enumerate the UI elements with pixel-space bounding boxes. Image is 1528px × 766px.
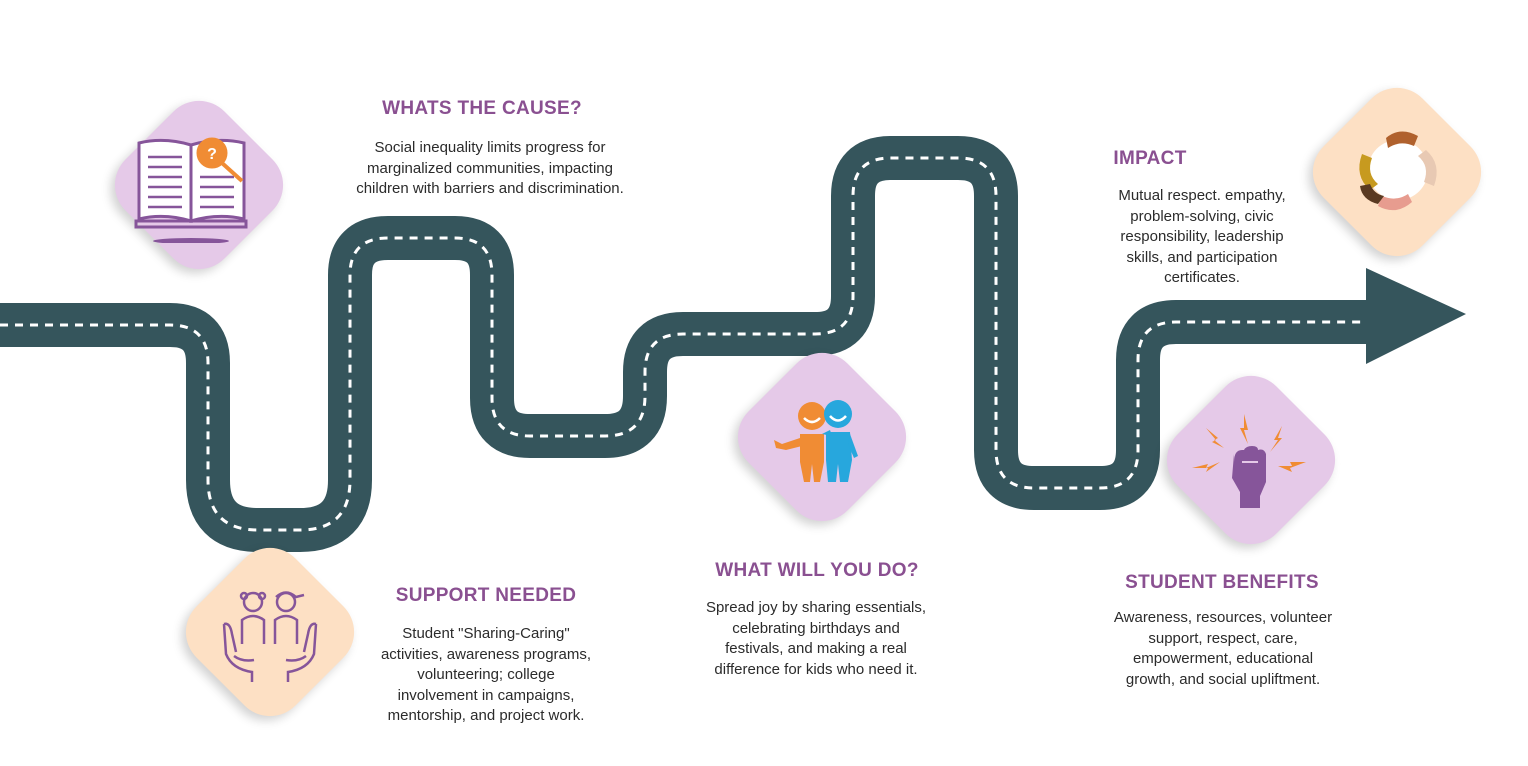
support-diamond (170, 532, 370, 742)
support-text: Student "Sharing-Caring" activities, awa… (336, 624, 636, 727)
action-line: festivals, and making a real (725, 640, 907, 657)
impact-line: problem-solving, civic (1130, 207, 1274, 225)
support-line: activities, awareness programs, (380, 645, 592, 663)
benefits-line: Awareness, resources, volunteer (1113, 609, 1333, 626)
impact-line: Mutual respect. empathy, (1118, 187, 1286, 204)
support-line: mentorship, and project work. (387, 707, 585, 724)
impact-diamond (1298, 72, 1496, 277)
benefits-text: Awareness, resources, volunteer support,… (1098, 608, 1348, 690)
action-line: celebrating birthdays and (732, 619, 900, 637)
action-heading: WHAT WILL YOU DO? (715, 560, 919, 581)
benefits-line: growth, and social upliftment. (1125, 670, 1321, 688)
cause-diamond: ? (100, 85, 298, 295)
support-line: involvement in campaigns, (397, 686, 575, 704)
road-arrowhead (1366, 268, 1466, 364)
svg-text:?: ? (207, 146, 217, 163)
cause-line: Social inequality limits progress for (374, 139, 606, 156)
cause-heading: WHATS THE CAUSE? (382, 98, 582, 119)
impact-text: Mutual respect. empathy, problem-solving… (1082, 186, 1322, 289)
action-text: Spread joy by sharing essentials, celebr… (666, 598, 966, 680)
road-center-line (0, 156, 1372, 532)
support-line: volunteering; college (417, 666, 555, 683)
raised-fist-icon (1192, 414, 1306, 508)
action-diamond (720, 332, 925, 547)
benefits-heading: STUDENT BENEFITS (1125, 572, 1319, 593)
book-magnifier-icon: ? (134, 137, 248, 243)
children-hands-icon (222, 591, 318, 682)
friends-icon (774, 400, 858, 482)
joined-hands-icon (1359, 131, 1437, 211)
action-line: difference for kids who need it. (714, 660, 918, 678)
impact-heading: IMPACT (1113, 148, 1187, 169)
benefits-line: support, respect, care, (1148, 629, 1298, 647)
support-line: Student "Sharing-Caring" (402, 625, 570, 642)
cause-line: marginalized communities, impacting (367, 159, 613, 177)
benefits-line: empowerment, educational (1132, 650, 1314, 667)
impact-line: responsibility, leadership (1120, 228, 1284, 245)
cause-text: Social inequality limits progress for ma… (320, 138, 660, 200)
benefits-diamond (1144, 360, 1359, 560)
support-heading: SUPPORT NEEDED (395, 585, 577, 606)
action-line: Spread joy by sharing essentials, (705, 599, 927, 616)
cause-line: children with barriers and discriminatio… (356, 180, 624, 197)
impact-line: certificates. (1164, 269, 1240, 286)
impact-line: skills, and participation (1126, 248, 1278, 266)
